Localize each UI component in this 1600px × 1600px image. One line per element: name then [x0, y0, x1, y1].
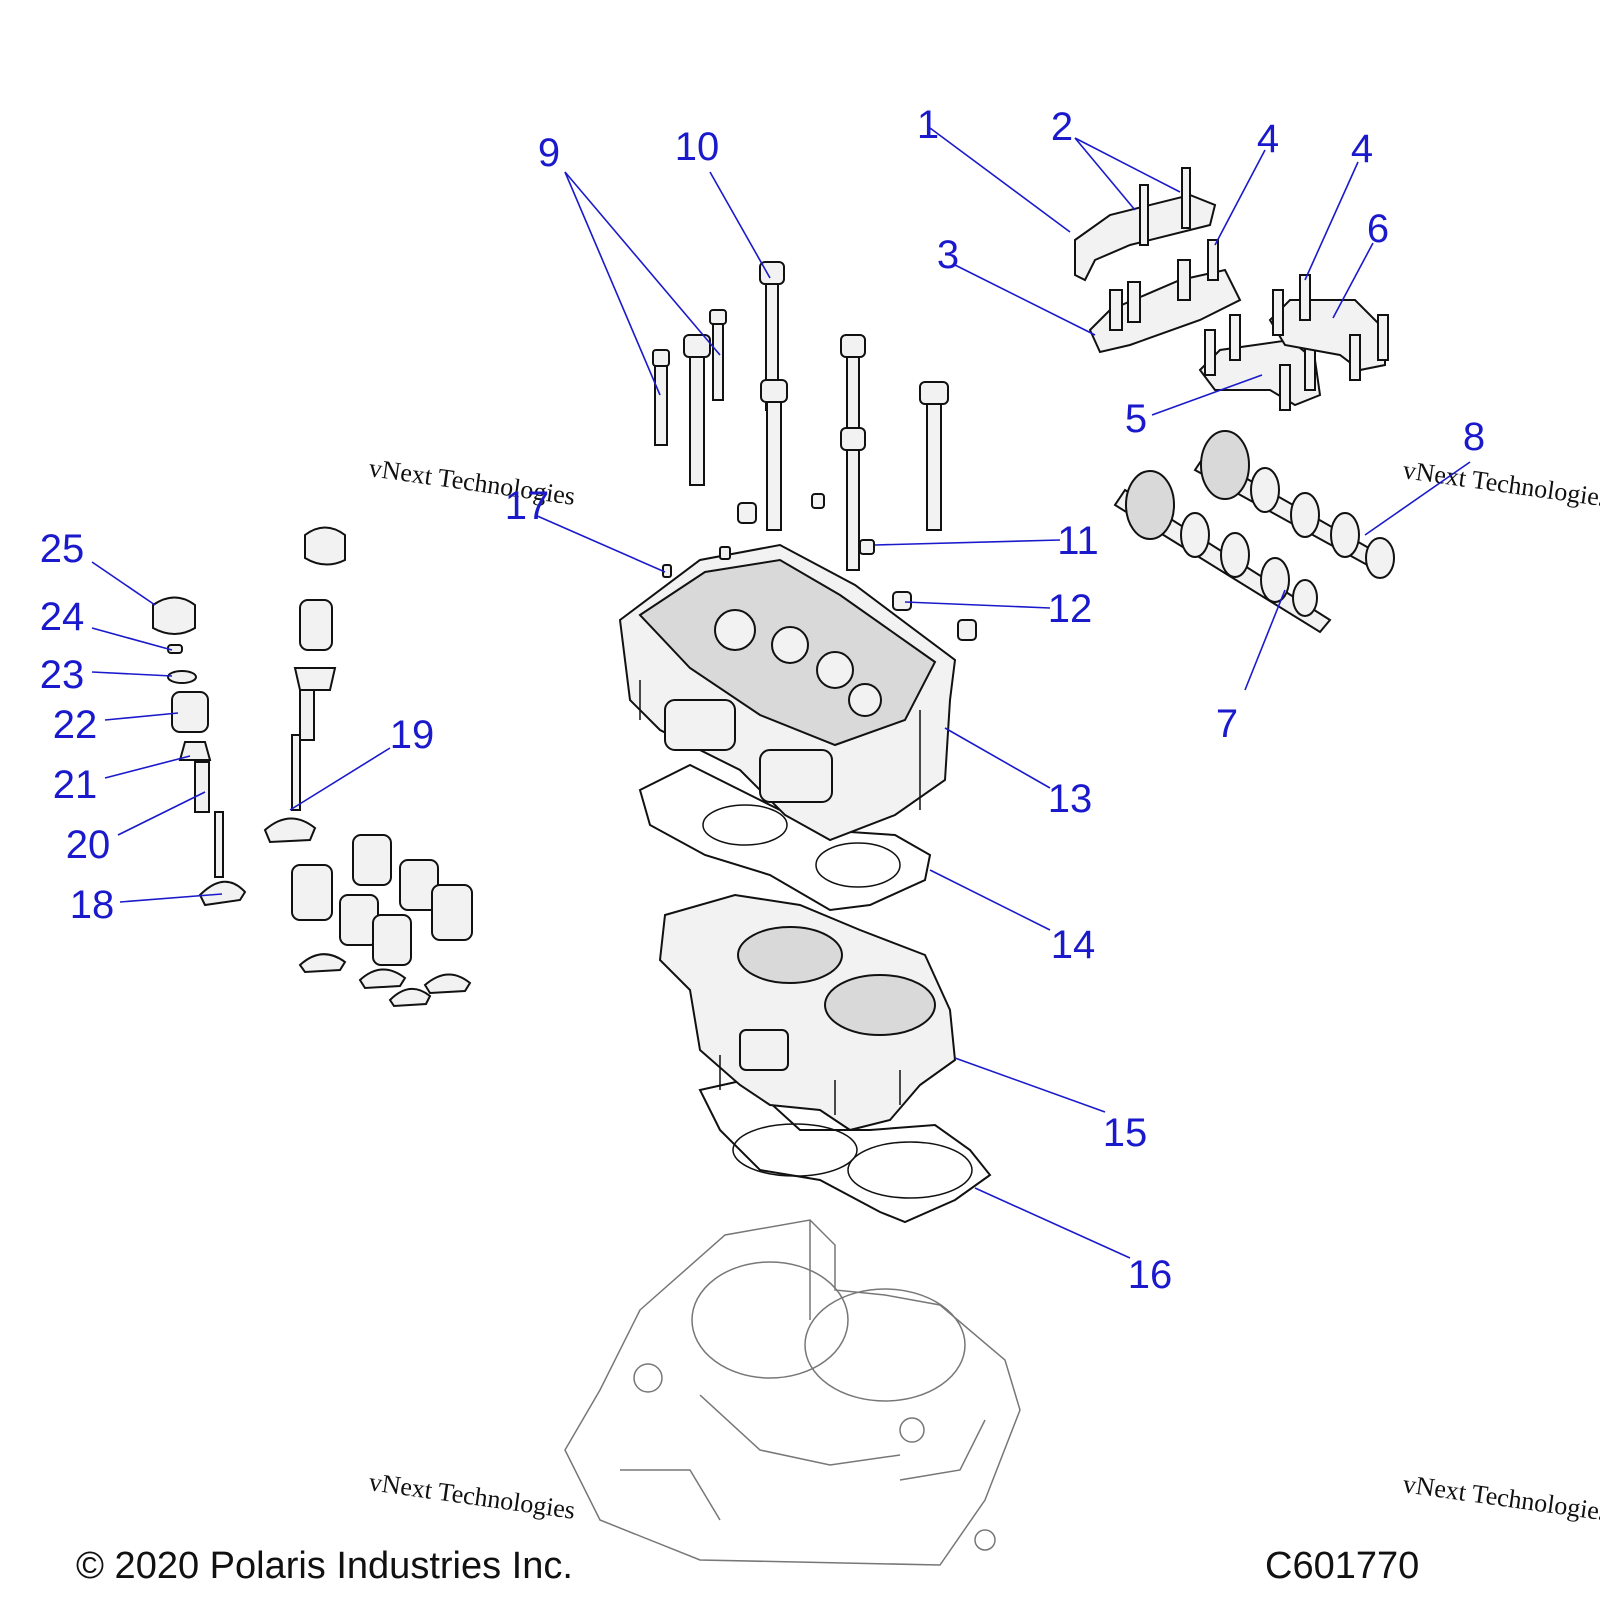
- cam-carriers: [1074, 167, 1389, 411]
- callout-leader-line: [91, 671, 173, 677]
- callout-leader-line: [104, 712, 179, 721]
- callout-number-1: 1: [917, 103, 939, 147]
- cylinder-block: [658, 893, 957, 1132]
- callout-number-11: 11: [1057, 519, 1099, 563]
- callout-number-15: 15: [1103, 1111, 1148, 1155]
- camshafts: [1113, 430, 1395, 634]
- callout-leader-line: [1151, 374, 1263, 416]
- callout-leader-line: [1214, 149, 1266, 246]
- callout-number-4: 4: [1351, 127, 1373, 171]
- callout-number-14: 14: [1051, 923, 1096, 967]
- callout-leader-line: [534, 514, 666, 573]
- callout-number-2: 2: [1051, 105, 1073, 149]
- callout-leader-line: [929, 869, 1051, 931]
- head-bolts: [652, 261, 949, 571]
- watermark-text: vNext Technologies: [367, 1467, 577, 1525]
- callout-leader-line: [117, 791, 206, 836]
- callout-number-5: 5: [1125, 397, 1147, 441]
- diagram-id: C601770: [1265, 1545, 1420, 1587]
- callout-leader-line: [1244, 589, 1286, 691]
- callout-number-6: 6: [1367, 207, 1389, 251]
- cylinder-head: [618, 543, 957, 842]
- callout-leader-line: [1332, 242, 1374, 319]
- callout-leader-line: [119, 893, 223, 903]
- callout-leader-line: [91, 627, 173, 651]
- callout-number-21: 21: [53, 763, 98, 807]
- valve-assembly-exploded: [152, 526, 346, 907]
- valve-set-assembled: [291, 834, 473, 1008]
- callout-leader-line: [564, 171, 661, 396]
- crankcase-outline: [564, 1219, 1021, 1566]
- callout-number-4: 4: [1257, 117, 1279, 161]
- watermark-layer: vNext Technologies vNext Technologies vNex…: [367, 453, 1600, 1527]
- callout-number-7: 7: [1216, 702, 1238, 746]
- callout-leader-line: [104, 755, 191, 779]
- callout-leader-line: [904, 601, 1051, 609]
- callout-leader-line: [289, 747, 391, 811]
- callout-leader-line: [1364, 461, 1471, 536]
- callout-number-19: 19: [390, 713, 435, 757]
- watermark-text: vNext Technologies: [1401, 455, 1600, 513]
- callout-leader-line: [564, 171, 721, 356]
- callout-number-8: 8: [1463, 415, 1485, 459]
- callout-number-16: 16: [1128, 1253, 1173, 1297]
- callout-number-12: 12: [1048, 587, 1093, 631]
- callout-number-22: 22: [53, 703, 98, 747]
- callout-number-13: 13: [1048, 777, 1093, 821]
- callout-leader-line: [1074, 137, 1181, 193]
- callout-number-18: 18: [70, 883, 115, 927]
- callout-leader-line: [91, 561, 156, 606]
- callout-leader-line: [954, 1057, 1106, 1113]
- callout-number-23: 23: [40, 653, 85, 697]
- callout-leader-line: [1074, 137, 1136, 211]
- copyright-text: © 2020 Polaris Industries Inc.: [76, 1545, 573, 1587]
- head-gasket: [638, 763, 932, 912]
- callout-number-25: 25: [40, 527, 85, 571]
- callout-number-9: 9: [538, 131, 560, 175]
- callout-leader-line: [1304, 161, 1359, 281]
- callout-leader-line: [954, 264, 1096, 336]
- base-gasket: [698, 1078, 992, 1224]
- callout-number-20: 20: [66, 823, 111, 867]
- watermark-text: vNext Technologies: [1401, 1469, 1600, 1527]
- dowel-pins: [662, 493, 977, 641]
- callout-leader-line: [874, 539, 1061, 546]
- callout-number-10: 10: [675, 125, 720, 169]
- callout-leader-line: [974, 1187, 1131, 1259]
- callout-leader-line: [929, 127, 1071, 233]
- callout-number-17: 17: [505, 484, 550, 528]
- callout-number-3: 3: [937, 233, 959, 277]
- callout-leader-line: [944, 727, 1051, 789]
- callout-leader-line: [709, 171, 771, 279]
- callout-number-24: 24: [40, 595, 85, 639]
